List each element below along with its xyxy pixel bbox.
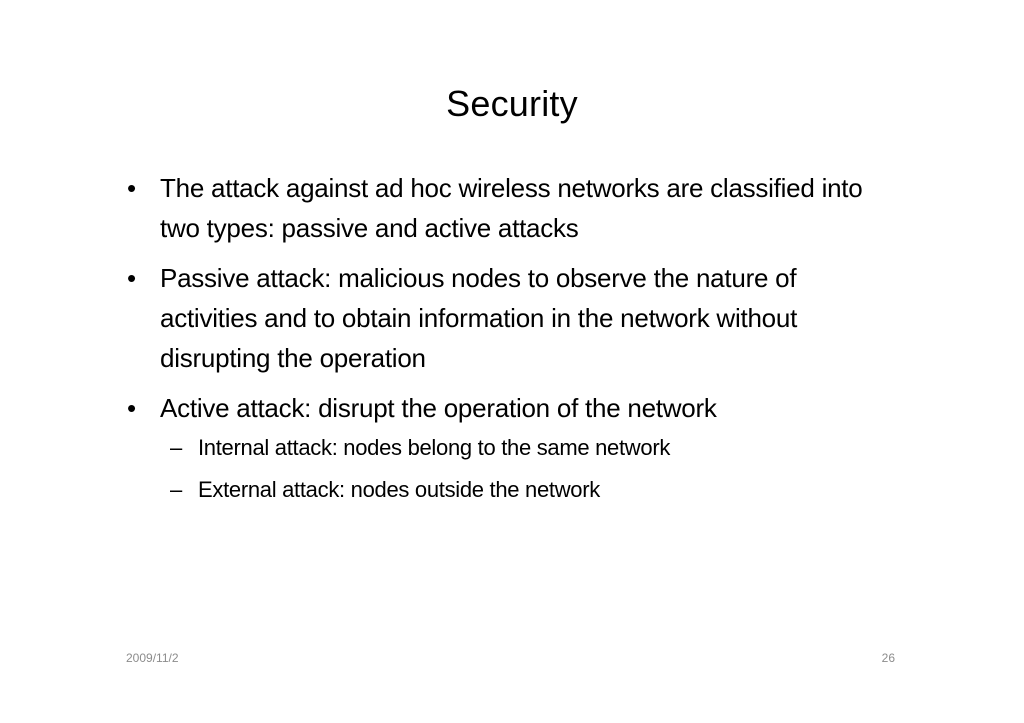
sub-item-external-attack: – External attack: nodes outside the net… — [160, 474, 885, 506]
slide-title: Security — [446, 83, 578, 124]
sub-bullet-text: External attack: nodes outside the netwo… — [198, 477, 600, 502]
sub-bullet-list: – Internal attack: nodes belong to the s… — [160, 432, 885, 506]
bullet-item-active-attack: • Active attack: disrupt the operation o… — [125, 388, 885, 506]
sub-bullet-marker: – — [170, 435, 182, 460]
footer-date: 2009/11/2 — [126, 651, 179, 665]
bullet-text: The attack against ad hoc wireless netwo… — [160, 173, 863, 243]
bullet-text: Passive attack: malicious nodes to obser… — [160, 263, 798, 373]
bullet-marker: • — [127, 263, 136, 293]
sub-bullet-marker: – — [170, 477, 182, 502]
bullet-marker: • — [127, 173, 136, 203]
sub-item-internal-attack: – Internal attack: nodes belong to the s… — [160, 432, 885, 464]
bullet-text: Active attack: disrupt the operation of … — [160, 393, 717, 423]
bullet-item-attack-types: • The attack against ad hoc wireless net… — [125, 168, 885, 248]
slide-content: • The attack against ad hoc wireless net… — [125, 168, 885, 516]
bullet-list: • The attack against ad hoc wireless net… — [125, 168, 885, 506]
bullet-item-passive-attack: • Passive attack: malicious nodes to obs… — [125, 258, 885, 378]
bullet-marker: • — [127, 393, 136, 423]
sub-bullet-text: Internal attack: nodes belong to the sam… — [198, 435, 671, 460]
footer-page-number: 26 — [881, 651, 895, 665]
